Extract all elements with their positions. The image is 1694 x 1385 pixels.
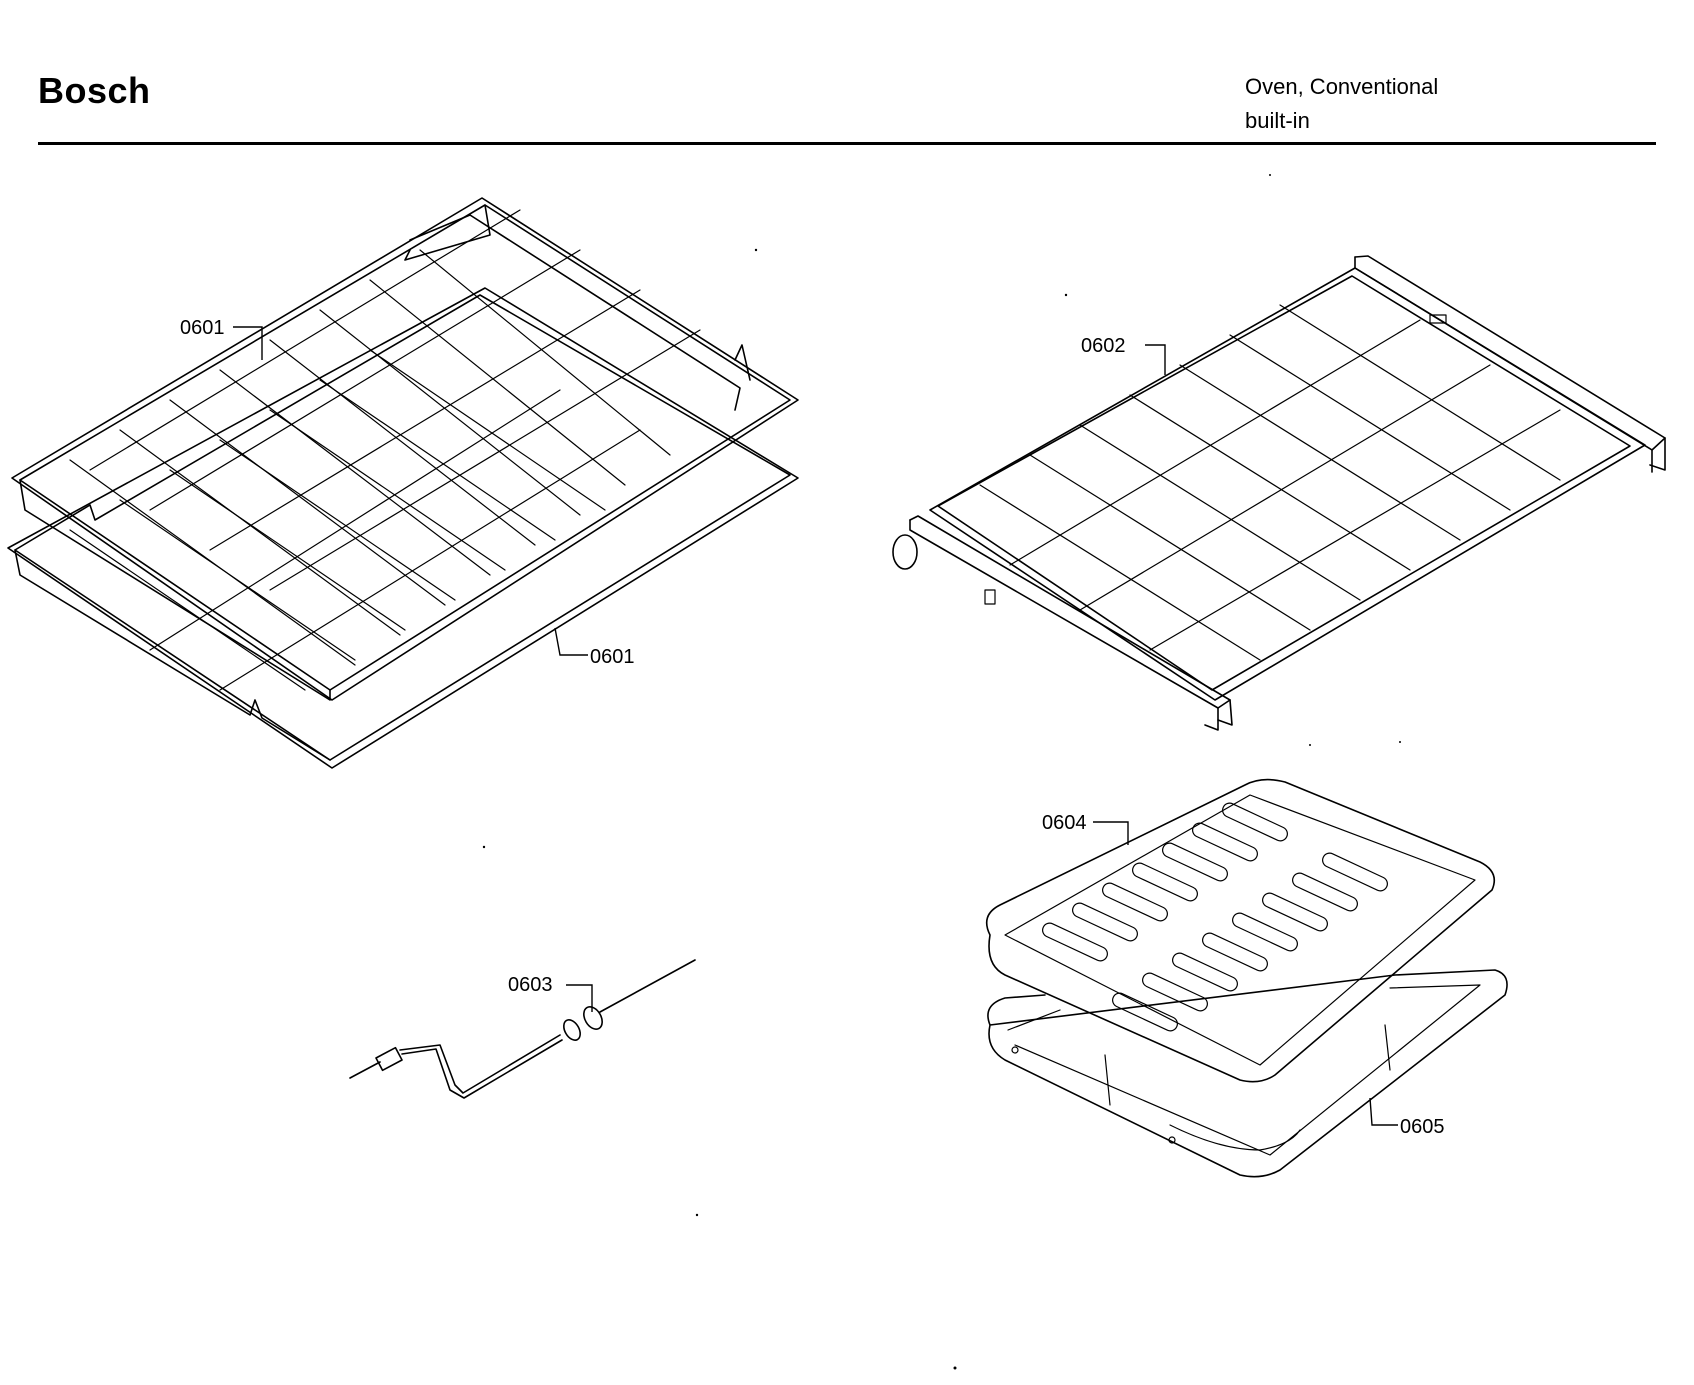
leader-0605 [1369,1097,1398,1126]
brand-title: Bosch [38,70,151,111]
label-0601-lower: 0601 [590,646,635,668]
label-0601-upper: 0601 [180,317,225,339]
broil-pan[interactable] [987,969,1508,1178]
leader-0601-upper [233,326,263,360]
leader-0602 [1145,344,1166,375]
product-type: Oven, Conventional [1245,74,1439,99]
meat-probe[interactable] [349,959,696,1099]
flat-rack-upper[interactable] [11,197,799,701]
leader-0604 [1093,821,1129,845]
label-0602: 0602 [1081,335,1126,357]
label-0604: 0604 [1042,812,1087,834]
label-0603: 0603 [508,974,553,996]
broil-grid[interactable] [985,778,1496,1083]
scan-specks [482,174,1401,1370]
product-subtype: built-in [1245,108,1310,133]
header-divider [38,142,1656,145]
flat-rack-lower[interactable] [7,287,799,769]
sliding-rack[interactable] [892,255,1666,731]
leader-0601-lower [554,627,588,656]
label-0605: 0605 [1400,1116,1445,1138]
leader-0603 [566,984,593,1012]
